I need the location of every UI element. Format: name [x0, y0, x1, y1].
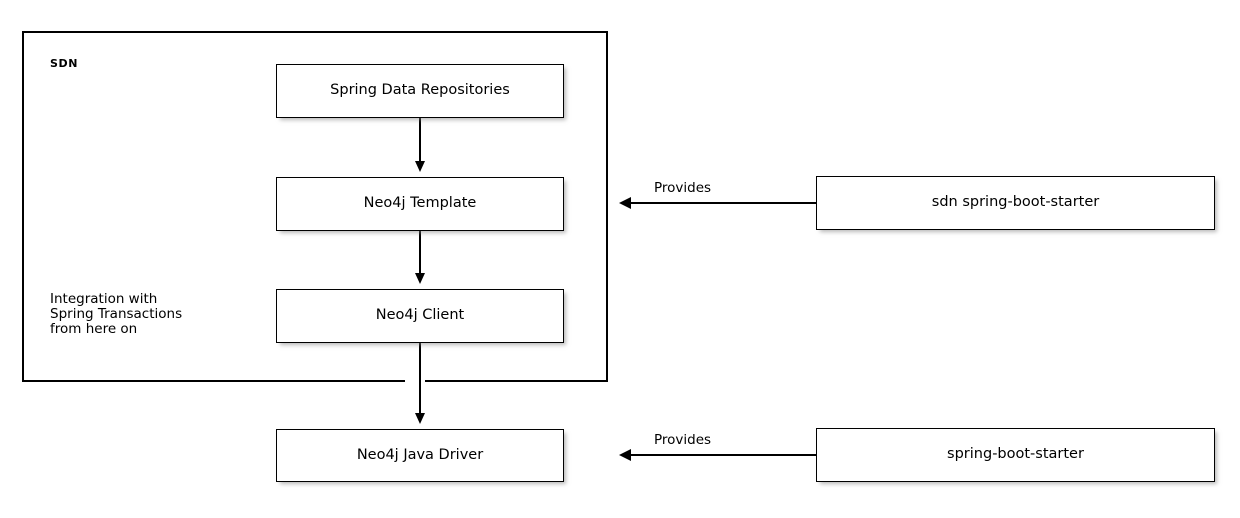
sdn-group-container: [22, 31, 608, 382]
node-neo4j-template-label: Neo4j Template: [363, 195, 477, 212]
node-spring-boot-starter-label: spring-boot-starter: [947, 446, 1084, 463]
node-neo4j-client[interactable]: Neo4j Client: [276, 289, 564, 343]
sdn-group-label: SDN: [50, 57, 79, 70]
arrowhead-spring-starter-provides: [619, 448, 631, 461]
arrowhead-repositories-to-template: [414, 161, 425, 172]
arrowhead-sdn-starter-provides: [619, 196, 631, 209]
sdn-group-border-bottom-right: [425, 380, 608, 382]
node-spring-data-repositories-label: Spring Data Repositories: [330, 82, 510, 99]
sdn-group-border-right: [606, 31, 608, 382]
connector-template-to-client: [419, 231, 421, 274]
node-neo4j-client-label: Neo4j Client: [375, 307, 465, 324]
sdn-group-border-top: [22, 31, 608, 33]
connector-spring-starter-provides: [631, 454, 816, 456]
connector-client-to-driver: [419, 343, 421, 414]
node-sdn-spring-boot-starter-label: sdn spring-boot-starter: [931, 194, 1100, 211]
edge-label-provides-upper: Provides: [654, 180, 712, 196]
node-spring-boot-starter[interactable]: spring-boot-starter: [816, 428, 1215, 482]
sdn-group-border-left: [22, 31, 24, 382]
connector-sdn-starter-provides: [631, 202, 816, 204]
connector-repositories-to-template: [419, 118, 421, 162]
arrowhead-template-to-client: [414, 273, 425, 284]
arrowhead-client-to-driver: [414, 413, 425, 424]
node-neo4j-java-driver[interactable]: Neo4j Java Driver: [276, 429, 564, 482]
sdn-group-border-bottom-left: [22, 380, 405, 382]
node-neo4j-java-driver-label: Neo4j Java Driver: [356, 446, 484, 463]
edge-label-provides-lower: Provides: [654, 432, 712, 448]
node-sdn-spring-boot-starter[interactable]: sdn spring-boot-starter: [816, 176, 1215, 230]
node-neo4j-template[interactable]: Neo4j Template: [276, 177, 564, 231]
node-spring-data-repositories[interactable]: Spring Data Repositories: [276, 64, 564, 118]
integration-note: Integration with Spring Transactions fro…: [50, 291, 183, 338]
